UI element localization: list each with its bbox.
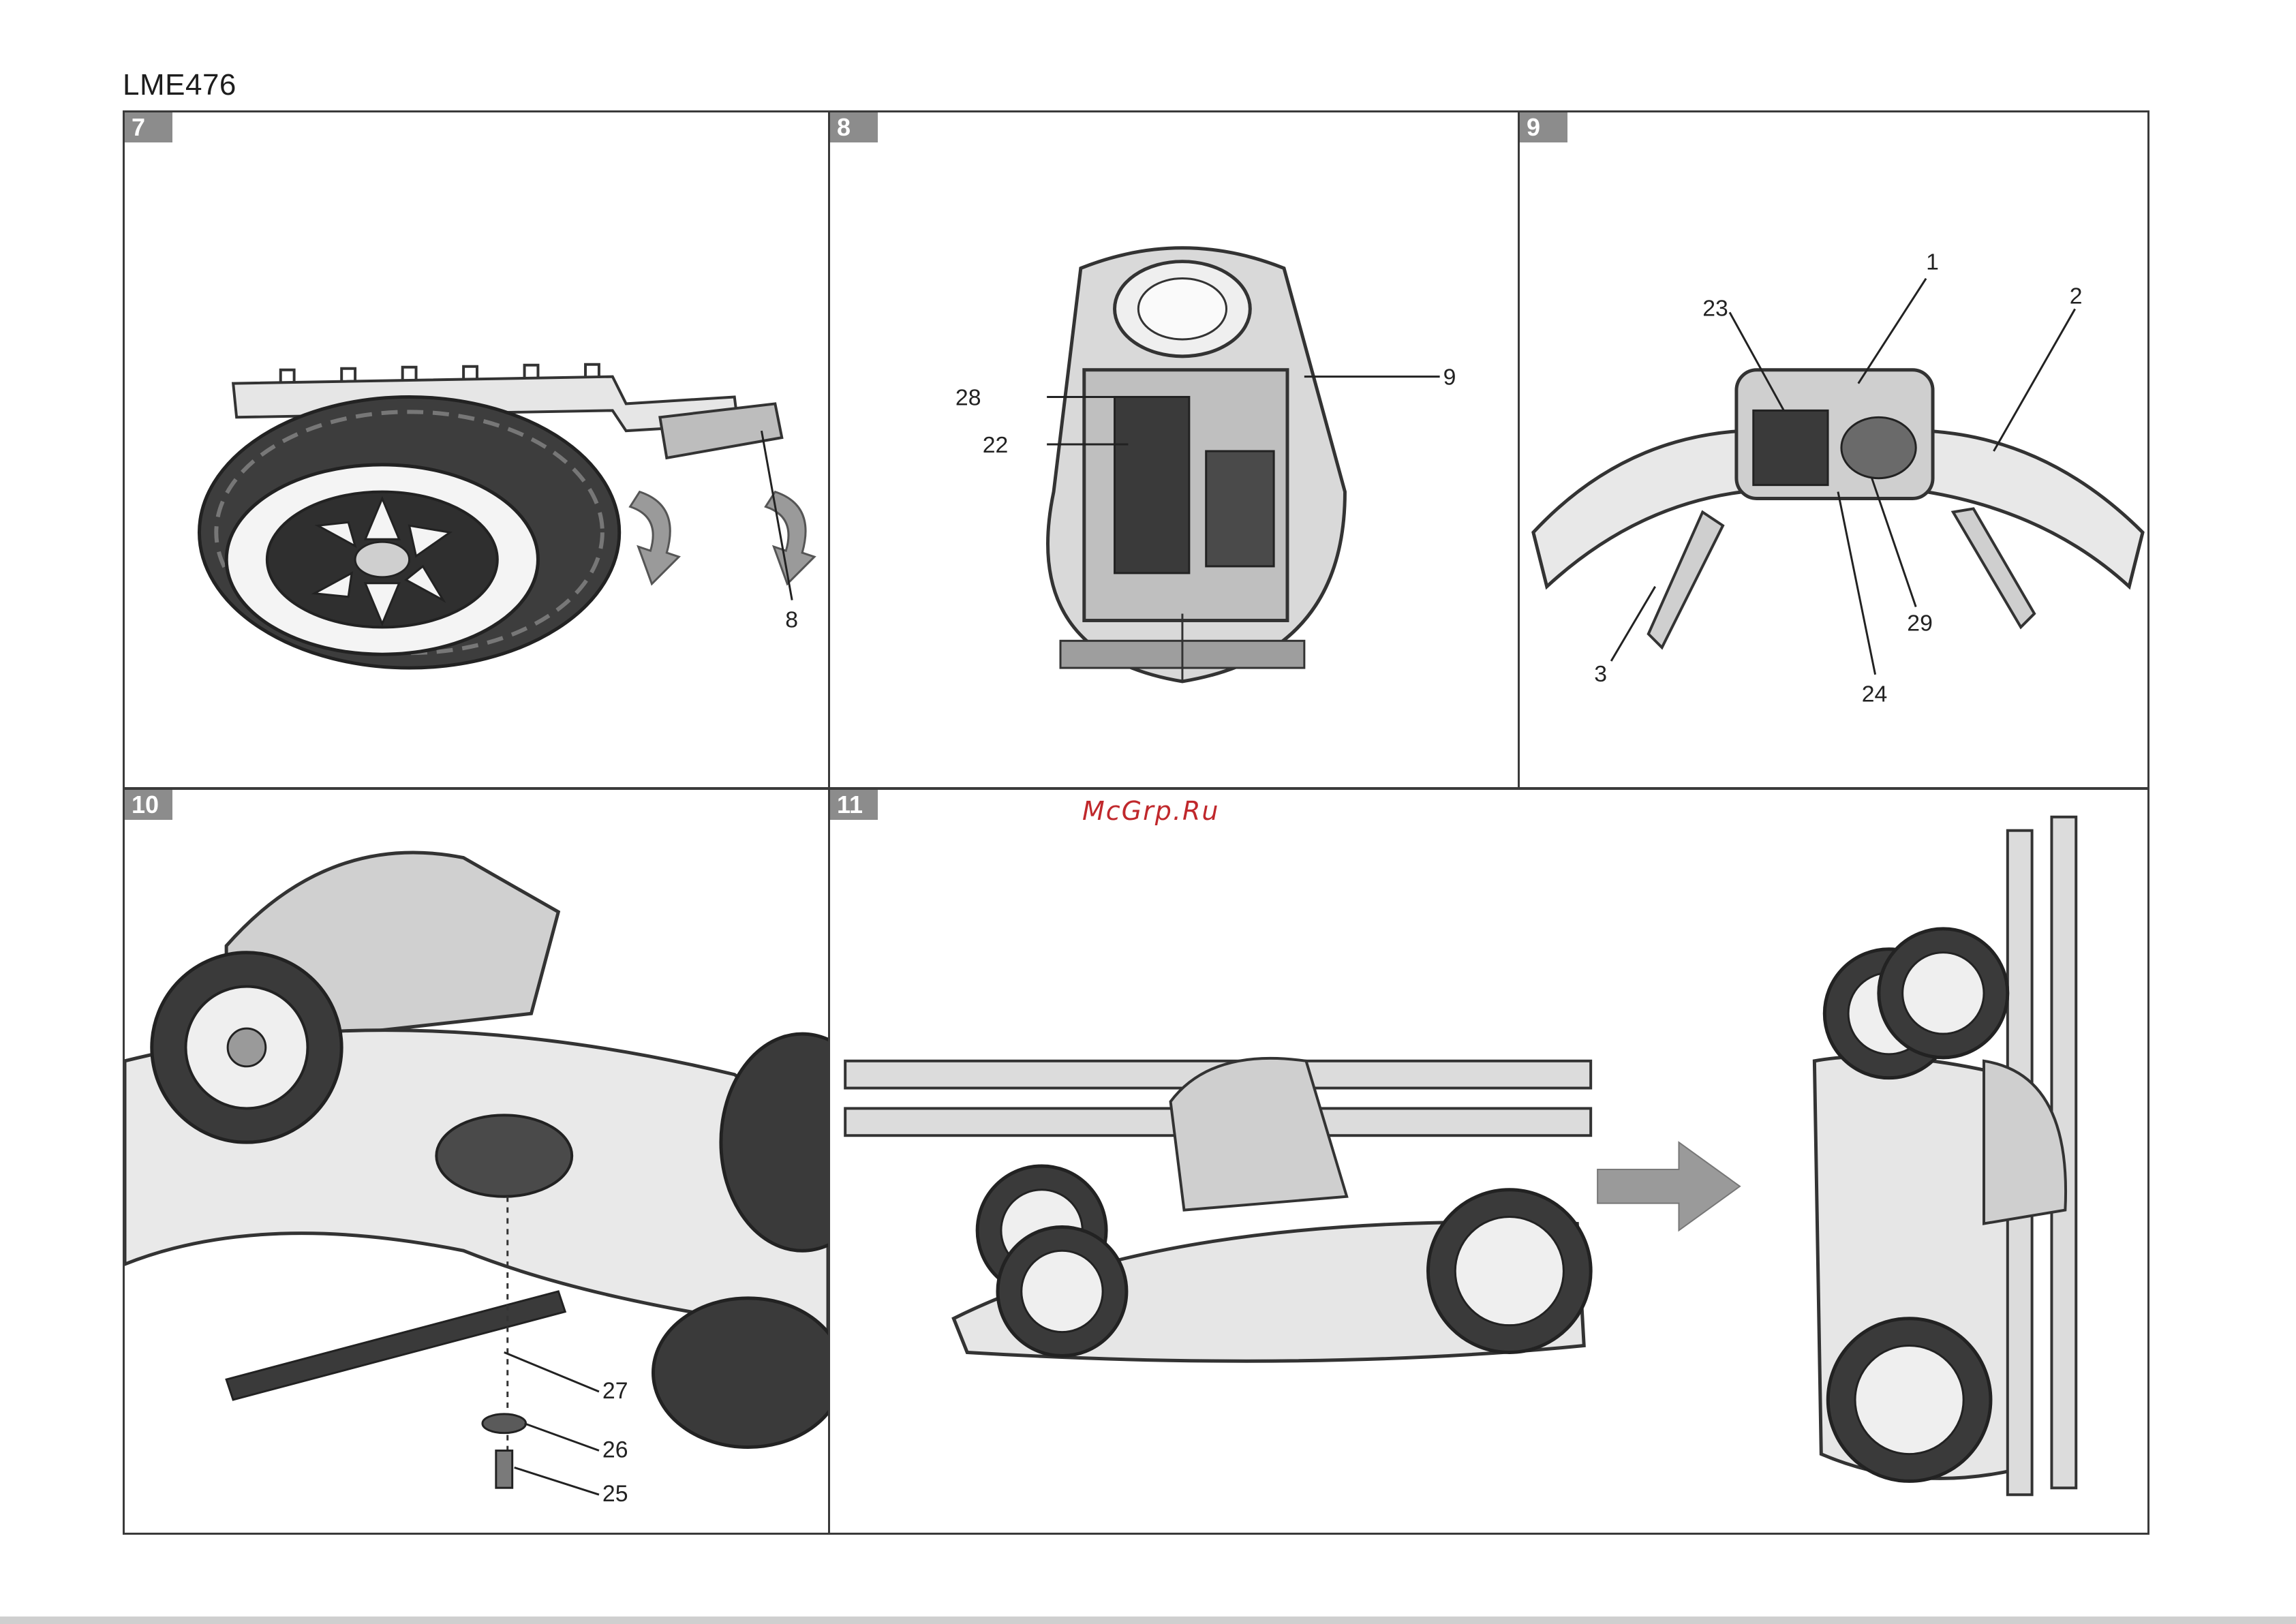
callout-label: 9 [1443,365,1456,390]
figure-panel-10: 10 27 26 25 [123,788,830,1535]
callout-label: 1 [1926,249,1939,275]
callout-label: 8 [785,607,798,632]
callout-label: 25 [602,1481,628,1507]
callout-label: 3 [1594,661,1607,687]
callout-label: 22 [983,432,1009,458]
callout-label: 27 [602,1378,628,1404]
battery-compartment-illustration: 28 22 9 [830,112,1518,787]
figure-panel-7: 7 8 [123,110,830,789]
callout-label: 28 [955,384,981,410]
figure-panel-8: 8 28 22 9 [828,110,1520,789]
callout-label: 29 [1907,610,1933,636]
document-title: LME476 [123,68,236,102]
handle-controls-illustration: 1 2 23 3 24 29 [1520,112,2147,787]
figure-panel-11: 11 [828,788,2149,1535]
callout-label: 2 [2070,283,2083,309]
blade-assembly-illustration: 27 26 25 [125,790,828,1533]
watermark-text: McGrp.Ru [1082,796,1219,826]
callout-label: 26 [602,1437,628,1462]
right-arrow-icon [1597,1142,1740,1230]
page-bottom-rule [0,1617,2296,1624]
callout-label: 24 [1862,681,1888,707]
folding-storage-illustration [830,790,2147,1533]
figure-panel-9: 9 1 2 23 3 24 29 [1518,110,2149,789]
callout-label: 23 [1702,295,1728,321]
wheel-illustration: 8 [125,112,828,787]
